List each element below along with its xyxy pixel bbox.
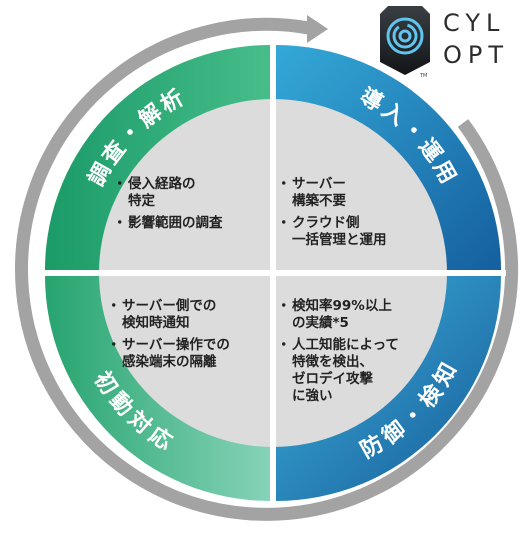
logo-wordmark-line2: OPT: [443, 41, 510, 69]
bullets-defend: 検知率99%以上 の実績*5 人工知能によって 特徴を検出、 ゼロデイ攻撃 に強…: [277, 298, 399, 410]
bullet-respond-2: サーバー操作での 感染端末の隔離: [107, 337, 230, 371]
bullet-defend-2: 人工知能によって 特徴を検出、 ゼロデイ攻撃 に強い: [277, 337, 399, 405]
bullets-respond: サーバー側での 検知時通知 サーバー操作での 感染端末の隔離: [107, 298, 230, 376]
bullets-deploy: サーバー 構築不要 クラウド側 一括管理と運用: [277, 176, 387, 254]
cycle-arrow-ring: [15, 17, 518, 521]
logo-badge: TM: [380, 6, 430, 79]
bullet-deploy-1: サーバー 構築不要: [277, 176, 387, 210]
bullet-deploy-2: クラウド側 一括管理と運用: [277, 215, 386, 249]
bullet-investigate-1: 侵入経路の 特定: [113, 176, 223, 210]
bullet-defend-1: 検知率99%以上 の実績*5: [277, 298, 399, 332]
logo-wordmark-line1: CYL: [443, 9, 506, 37]
bullet-respond-1: サーバー側での 検知時通知: [107, 298, 230, 332]
logo-tm: TM: [419, 73, 427, 79]
cycle-arrowhead: [307, 15, 328, 43]
bullets-investigate: 侵入経路の 特定 影響範囲の調査: [113, 176, 223, 237]
concentric-rings-shield-icon: [386, 17, 424, 55]
bullet-investigate-2: 影響範囲の調査: [113, 215, 222, 232]
